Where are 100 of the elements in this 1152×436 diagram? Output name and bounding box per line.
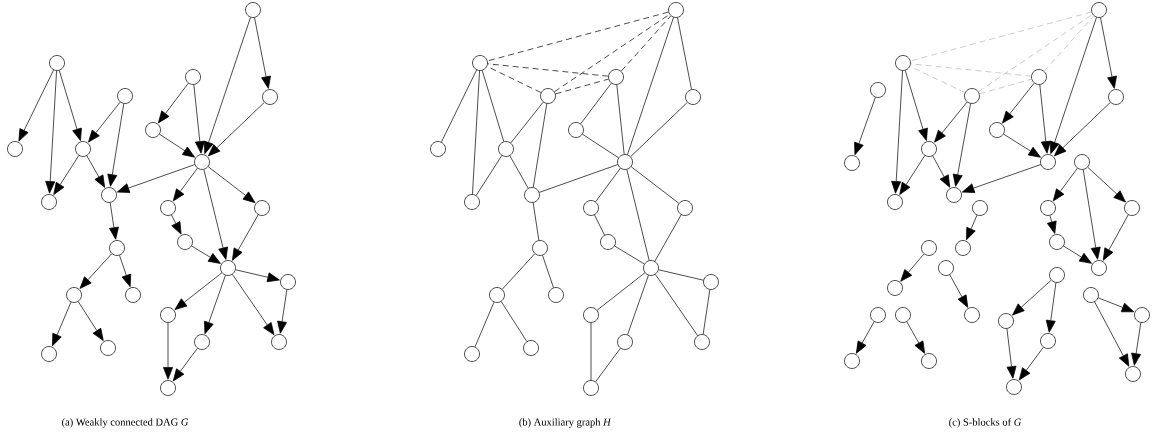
edge-line [626,169,650,261]
arrow [1094,301,1130,367]
graph-node [870,307,886,323]
graph-node [145,122,161,138]
edge-line [509,155,529,189]
graph-node [66,287,82,303]
arrow [174,272,223,310]
edge-line [627,17,674,155]
edge-line [658,269,704,281]
graph-node [668,2,684,18]
graph-node [643,260,659,276]
edge-line [627,275,649,335]
edge-line [582,133,619,159]
graph-node [844,353,860,369]
graph-node [600,234,616,250]
arrow [203,169,228,260]
graph-node [41,346,57,362]
edge-line [630,166,680,204]
subfigure-caption: (c) S-blocks of G [949,418,1022,428]
graph-node [220,260,236,276]
graph-node [160,200,176,216]
edge-line [501,253,536,290]
edge-line [481,70,505,142]
graph-node [540,88,556,104]
edge-line [542,255,554,288]
arrow [1012,279,1052,316]
arrow [1097,297,1135,313]
dashed-edge [910,11,1092,62]
graph-node [1040,333,1056,349]
graph-node [100,340,116,356]
graph-node [895,307,911,323]
arrow [906,321,925,354]
graph-node [677,200,693,216]
edge-line [614,245,645,265]
graph-node [1091,260,1107,276]
arrow [254,17,271,89]
graph-node [938,260,954,276]
arrow [966,214,978,241]
graph-node [117,88,133,104]
graph-node [7,141,23,157]
graph-node [1125,366,1141,382]
graph-node [1040,200,1056,216]
subfigure-caption: (a) Weakly connected DAG G [62,418,189,428]
graph-node [524,187,540,203]
graph-node [532,240,548,256]
graph-node [1006,379,1022,395]
arrow [204,275,226,335]
arrow [1049,17,1097,154]
arrow [109,202,119,240]
graph-node [254,200,270,216]
graph-node [608,69,624,85]
graph-node [1049,234,1065,250]
arrow [1131,322,1142,366]
arrow [163,322,173,380]
graph-node [694,334,710,350]
arrow [107,103,125,187]
edge-line [654,214,682,262]
arrow [58,70,82,141]
graph-node [703,274,719,290]
dashed-edge [487,63,609,77]
graph-node [1091,2,1107,18]
dashed-edge [979,78,1032,95]
edge-line [655,274,698,336]
arrow [961,164,1041,193]
graph-node [41,194,57,210]
graph-node [160,307,176,323]
graph-node [489,287,505,303]
arrow [45,70,57,194]
arrow [1087,166,1126,203]
arrow [1006,328,1017,379]
dashed-edge [978,14,1093,92]
graph-node [946,187,962,203]
edge-line [595,167,621,203]
arrow [1082,169,1101,260]
arrow [88,101,121,143]
graph-node [1083,287,1099,303]
arrow [277,289,288,334]
graph-node [280,274,296,290]
edge-line [616,84,625,155]
dashed-edge [620,15,672,72]
edge-line [441,69,477,143]
graph-node [1124,200,1140,216]
arrow [232,274,275,336]
graph-node [617,334,633,350]
arrow [1100,17,1117,89]
dashed-edge [554,14,670,92]
arrow [900,253,925,282]
graph-node [583,200,599,216]
arrow [207,166,256,203]
arrow [171,214,182,235]
graph-node [617,154,633,170]
graph-node [887,280,903,296]
arrow [235,269,280,283]
arrow [904,70,928,141]
edge-line [595,347,621,383]
graph-node [887,194,903,210]
arrow [934,101,968,143]
graph-node [430,141,446,157]
arrow [1054,102,1111,157]
graph-node [972,200,988,216]
